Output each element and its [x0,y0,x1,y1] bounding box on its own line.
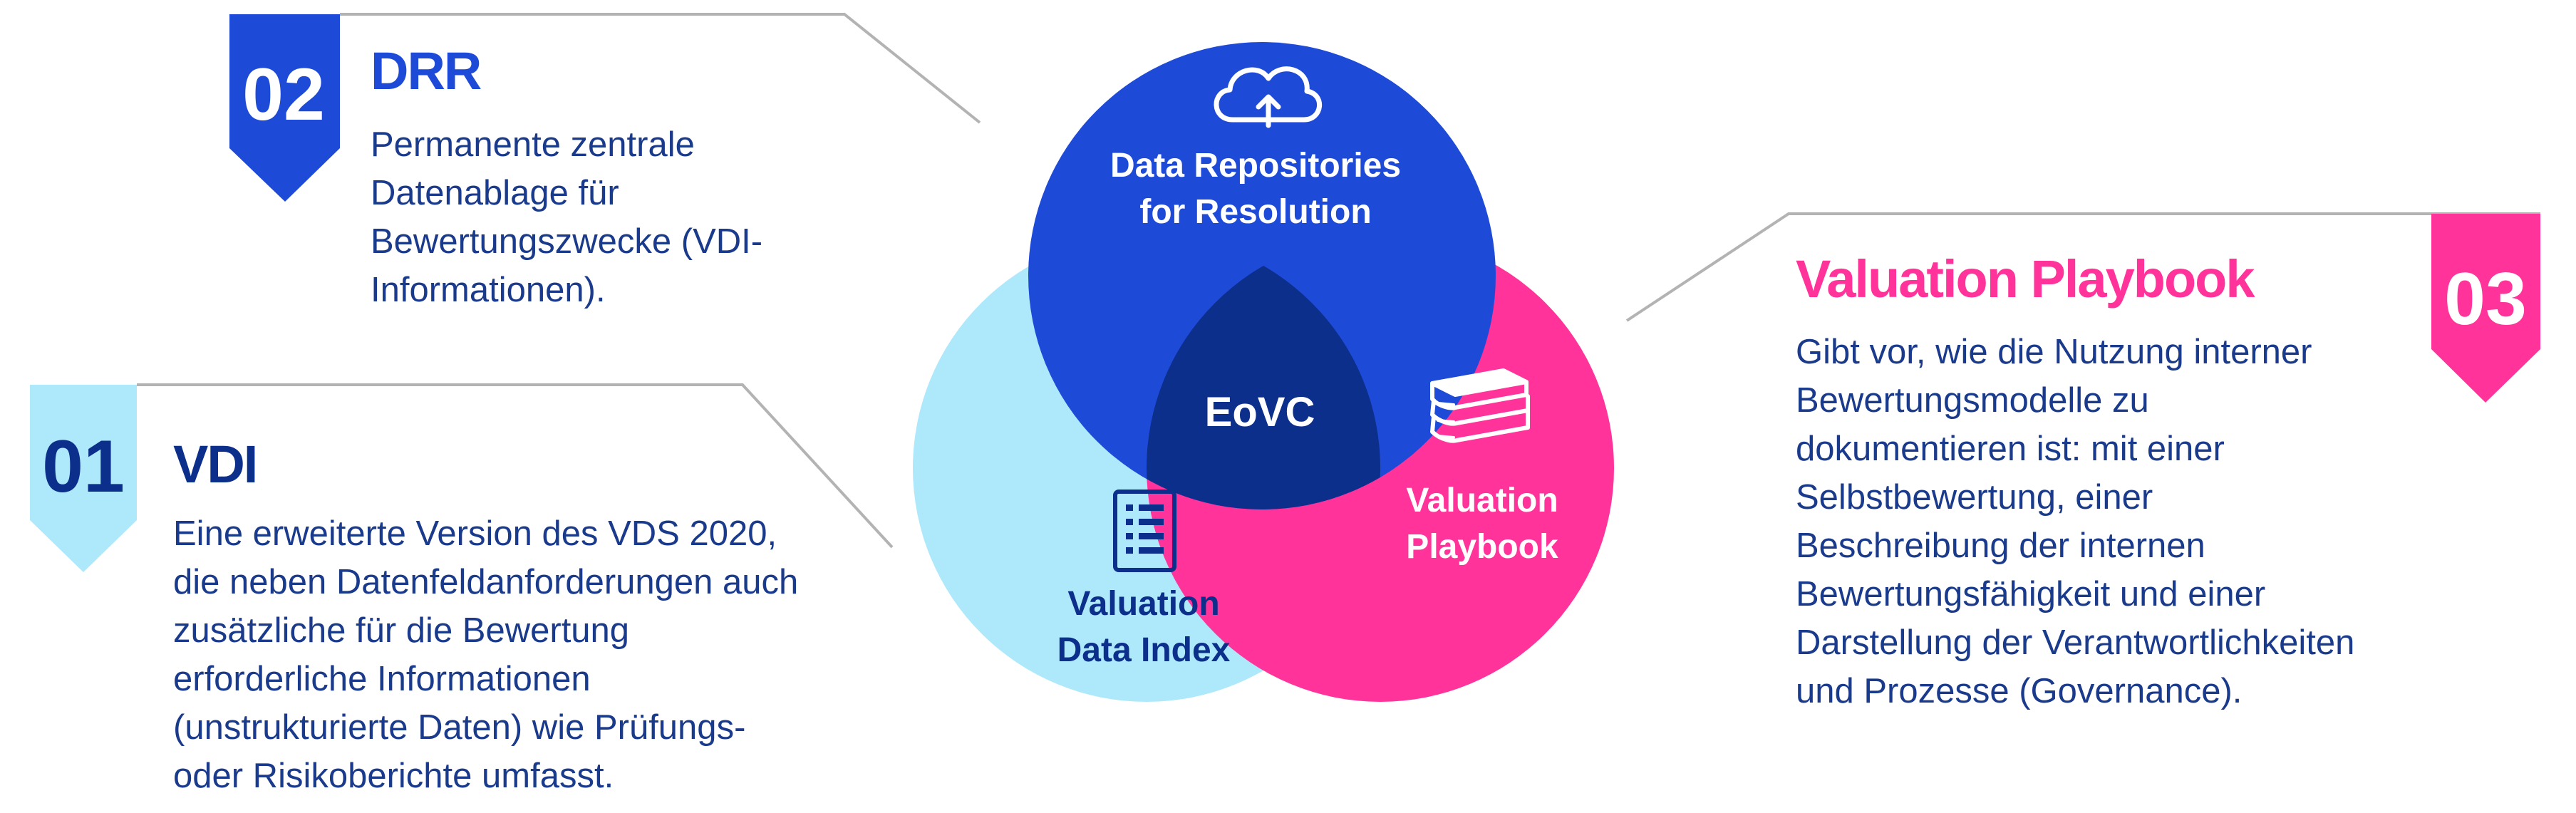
callout-playbook-line: Beschreibung der internen [1796,527,2205,565]
venn-top-label-line2: for Resolution [1139,193,1371,231]
callout-vdi-number: 01 [42,425,125,508]
callout-vdi-heading: VDI [173,435,257,494]
connector-drr [340,13,981,124]
venn-right-label-line2: Playbook [1406,528,1558,566]
callout-playbook-line: und Prozesse (Governance). [1796,672,2242,710]
connector-lines [137,13,2540,549]
callout-drr-heading: DRR [371,41,481,100]
books-icon [1430,368,1530,443]
callout-playbook-line: dokumentieren ist: mit einer [1796,430,2225,468]
callout-vdi-line: erforderliche Informationen [173,660,591,698]
venn-top-label-line1: Data Repositories [1110,147,1401,185]
callout-drr-line: Permanente zentrale [371,125,695,164]
venn-center-eovc [1147,234,1380,509]
cloud-upload-icon [1214,66,1322,128]
callout-vdi-line: (unstrukturierte Daten) wie Prüfungs- [173,708,745,747]
venn-right-label-line1: Valuation [1406,482,1558,519]
callout-vdi: 01 VDI Eine erweiterte Version des VDS 2… [30,385,798,795]
callout-vdi-line: Eine erweiterte Version des VDS 2020, [173,514,777,553]
connector-playbook [1625,212,2540,322]
callout-drr-line: Bewertungszwecke (VDI- [371,222,762,261]
callout-playbook-line: Selbstbewertung, einer [1796,478,2153,517]
callout-playbook-line: Gibt vor, wie die Nutzung interner [1796,333,2312,371]
document-list-icon [1113,490,1176,572]
callout-playbook: 03 Valuation Playbook Gibt vor, wie die … [1796,214,2540,710]
callout-playbook-line: Bewertungsfähigkeit und einer [1796,575,2265,613]
number-flag-03 [2431,214,2540,403]
callout-vdi-line: zusätzliche für die Bewertung [173,611,629,650]
callout-playbook-heading: Valuation Playbook [1796,249,2255,309]
callout-drr-line: Datenablage für [371,174,619,212]
callout-playbook-number: 03 [2444,258,2527,341]
connector-vdi [137,383,894,549]
venn-diagram: Data Repositories for Resolution EoVC Va… [913,42,1614,702]
callout-drr-line: Informationen). [371,271,606,309]
venn-left-label-line1: Valuation [1067,585,1219,623]
callout-drr-number: 02 [242,53,325,136]
callout-vdi-line: oder Risikoberichte umfasst. [173,757,614,795]
callout-vdi-line: die neben Datenfeldanforderungen auch [173,563,798,601]
number-flag-02 [229,14,340,202]
venn-center-label: EoVC [1205,389,1315,435]
venn-left-label-line2: Data Index [1057,631,1231,669]
number-flag-01 [30,385,137,572]
callout-playbook-line: Bewertungsmodelle zu [1796,381,2149,420]
callout-drr: 02 DRR Permanente zentrale Datenablage f… [229,14,762,309]
callout-playbook-line: Darstellung der Verantwortlichkeiten [1796,623,2354,662]
